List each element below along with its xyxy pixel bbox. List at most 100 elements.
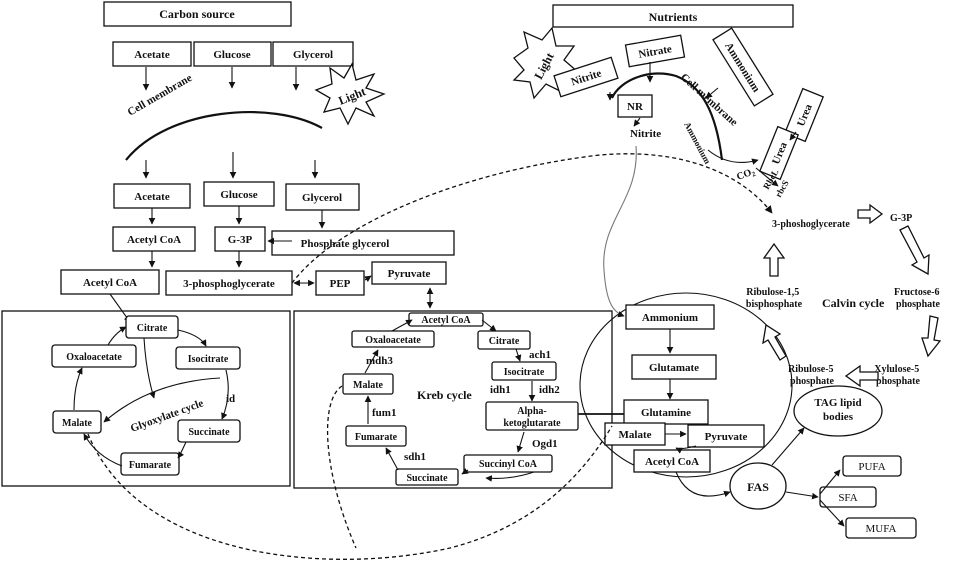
acetyl-coa-box: Acetyl CoA (112, 226, 196, 252)
svg-text:Acetate: Acetate (134, 191, 170, 203)
svg-text:ketoglutarate: ketoglutarate (503, 418, 561, 429)
svg-text:MUFA: MUFA (866, 523, 897, 535)
sfa-box: SFA (819, 486, 877, 508)
svg-text:Malate: Malate (353, 380, 384, 391)
glutamate-box: Glutamate (631, 354, 717, 380)
pufa-box: PUFA (842, 455, 902, 477)
svg-text:FAS: FAS (747, 480, 769, 494)
glyoxylate-fumarate-box: Fumarate (120, 452, 180, 476)
ach1-label: ach1 (529, 349, 551, 361)
svg-text:Citrate: Citrate (137, 323, 168, 334)
calvin-cycle-label: Calvin cycle (822, 296, 885, 310)
idh1-label: idh1 (490, 384, 511, 396)
svg-text:Glutamine: Glutamine (641, 407, 691, 419)
krebs-panel (293, 310, 613, 489)
svg-text:PUFA: PUFA (858, 461, 885, 473)
svg-text:Succinyl CoA: Succinyl CoA (479, 459, 538, 470)
calvin-arrow-pga-g3p (857, 203, 884, 225)
krebs-citrate-box: Citrate (477, 330, 531, 350)
svg-text:Phosphate glycerol: Phosphate glycerol (301, 238, 390, 250)
glyoxylate-panel (1, 310, 291, 487)
svg-text:Glucose: Glucose (213, 49, 250, 61)
glyoxylate-id-label: id (226, 393, 235, 405)
svg-text:Alpha-: Alpha- (517, 406, 546, 417)
svg-text:Isocitrate: Isocitrate (188, 354, 229, 365)
connector-pga-to-calvin (291, 153, 773, 284)
glyoxylate-isocitrate-box: Isocitrate (175, 346, 241, 370)
light-burst-carbon: Light (314, 62, 386, 126)
pep-box: PEP (315, 270, 365, 296)
krebs-fumarate-box: Fumarate (345, 425, 407, 447)
svg-text:Fumarate: Fumarate (355, 432, 398, 443)
svg-text:SFA: SFA (838, 492, 857, 504)
svg-text:CO2: CO2 (735, 166, 757, 184)
krebs-isocitrate-box: Isocitrate (491, 361, 557, 381)
svg-text:Oxaloacetate: Oxaloacetate (365, 335, 421, 346)
co2-label: CO2 (735, 166, 757, 184)
svg-text:Nitrate: Nitrate (638, 43, 673, 61)
nitrogen-assimilation-ellipse (579, 292, 793, 478)
3-phosphoglycerate-box: 3-phosphoglycerate (165, 270, 293, 296)
krebs-succinate-box: Succinate (395, 468, 459, 486)
glyoxylate-citrate-box: Citrate (125, 315, 179, 339)
krebs-oxaloacetate-box: Oxaloacetate (351, 330, 435, 348)
svg-text:Carbon source: Carbon source (159, 7, 235, 21)
nutrients-header: Nutrients (552, 4, 794, 28)
svg-text:Succinate: Succinate (188, 427, 230, 438)
acetate-input-box: Acetate (112, 41, 192, 67)
pyruvate-box: Pyruvate (371, 261, 447, 285)
ammonium-inner-label: Ammonium (682, 120, 713, 166)
connector-krebs-malate (326, 385, 357, 549)
carbon-source-header: Carbon source (103, 1, 292, 27)
calvin-arrow-rubp-pga (762, 242, 786, 277)
ammonium-box: Ammonium (712, 27, 774, 107)
ribulose-5-phosphate-label: Ribulose-5 phosphate (788, 364, 836, 387)
xylulose-5-phosphate-label: Xylulose-5 phosphate (874, 364, 922, 387)
svg-text:G-3P: G-3P (228, 234, 253, 246)
svg-text:NR: NR (627, 101, 644, 113)
nitrogen-acetyl-coa-box: Acetyl CoA (633, 449, 711, 473)
svg-text:Pyruvate: Pyruvate (705, 431, 748, 443)
nitrogen-pyruvate-box: Pyruvate (687, 424, 765, 448)
svg-text:Succinate: Succinate (406, 473, 448, 484)
svg-text:Acetyl CoA: Acetyl CoA (645, 456, 699, 468)
svg-text:PEP: PEP (330, 278, 351, 290)
urea-inner-box: Urea (758, 125, 800, 181)
mufa-box: MUFA (845, 517, 917, 539)
svg-text:3-phosphoglycerate: 3-phosphoglycerate (183, 278, 275, 290)
glyoxylate-malate-box: Malate (52, 410, 102, 434)
glycerol-input-box: Glycerol (272, 41, 354, 67)
acetate-box: Acetate (113, 183, 191, 209)
krebs-acetyl-coa-box: Acetyl CoA (408, 312, 484, 327)
carbon-cell-membrane-label: Cell membrane (126, 72, 195, 119)
svg-text:Malate: Malate (62, 418, 93, 429)
glucose-input-box: Glucose (193, 41, 272, 67)
glyoxylate-oxaloacetate-box: Oxaloacetate (51, 344, 137, 368)
connector-nitrite-to-ammonium (603, 145, 637, 318)
succinyl-coa-box: Succinyl CoA (463, 454, 553, 473)
acetyl-coa-box-2: Acetyl CoA (60, 269, 160, 295)
nitrogen-malate-box: Malate (604, 422, 666, 446)
idh2-label: idh2 (539, 384, 560, 396)
svg-text:Acetyl CoA: Acetyl CoA (421, 315, 471, 326)
fructose-6-phosphate-label: Fructose-6 phosphate (894, 287, 942, 310)
svg-text:Pyruvate: Pyruvate (388, 268, 431, 280)
svg-text:TAG lipid: TAG lipid (814, 397, 861, 409)
tag-lipid-bodies: TAG lipid bodies (793, 385, 883, 437)
carbon-cell-membrane (125, 111, 323, 161)
fas-ellipse: FAS (729, 462, 787, 510)
ribulose-bisphosphate-label: Ribulose-1,5 bisphosphate (746, 287, 803, 310)
svg-text:bodies: bodies (823, 411, 854, 423)
svg-text:Acetyl CoA: Acetyl CoA (83, 277, 137, 289)
krebs-cycle-label: Kreb cycle (417, 388, 472, 402)
svg-text:Fumarate: Fumarate (129, 460, 172, 471)
calvin-arrow-xylulose-ribulose (844, 364, 879, 388)
g3p-box: G-3P (214, 226, 266, 252)
phosphate-glycerol-box: Phosphate glycerol (271, 230, 455, 256)
calvin-arrow-ribulose-rubp (762, 323, 787, 361)
nitrite-box: Nitrite (553, 56, 619, 98)
nutrient-cell-membrane-label: Cell membrane (678, 71, 740, 128)
svg-text:Glycerol: Glycerol (302, 192, 342, 204)
svg-text:Glucose: Glucose (220, 189, 257, 201)
